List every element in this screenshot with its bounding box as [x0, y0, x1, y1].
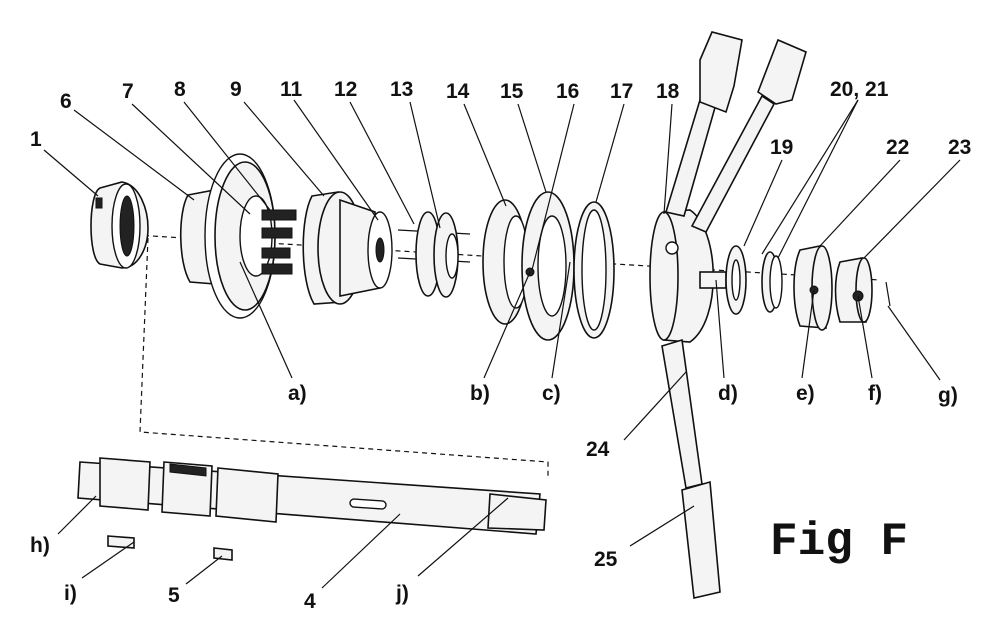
label-19: 19 [770, 136, 793, 159]
label-e: e) [796, 382, 815, 405]
label-7: 7 [122, 80, 134, 103]
label-h: h) [30, 534, 50, 557]
label-c: c) [542, 382, 561, 405]
label-15: 15 [500, 80, 524, 103]
figure-caption: Fig F [770, 516, 908, 568]
lever-handle-right [690, 38, 807, 234]
part-17-ring [573, 201, 615, 339]
part-6-housing [179, 153, 297, 319]
label-24: 24 [586, 438, 610, 461]
part-19-bearing [725, 245, 747, 315]
label-5: 5 [168, 584, 180, 607]
part-23-nut [834, 257, 891, 323]
part-9-body [302, 191, 393, 305]
part-1-collar [90, 181, 149, 269]
label-22: 22 [886, 136, 909, 159]
part-25-grip [681, 480, 721, 599]
label-j: j) [395, 582, 409, 605]
part-24-rod [661, 338, 703, 489]
label-13: 13 [390, 78, 413, 101]
label-d: d) [718, 382, 738, 405]
label-b: b) [470, 382, 490, 405]
label-a: a) [288, 382, 307, 405]
label-14: 14 [446, 80, 470, 103]
label-6: 6 [60, 90, 72, 113]
part-20-spring [761, 251, 783, 313]
label-9: 9 [230, 78, 242, 101]
label-12: 12 [334, 78, 357, 101]
label-17: 17 [610, 80, 633, 103]
part-15-disc [521, 191, 575, 341]
label-g: g) [938, 384, 958, 407]
label-18: 18 [656, 80, 680, 103]
part-4-shaft [77, 457, 547, 535]
part-d-key [699, 271, 727, 289]
part-i-pin [107, 535, 135, 549]
label-25: 25 [594, 548, 618, 571]
shaft-connection-dashed [139, 237, 549, 478]
part-13-coupling [397, 211, 471, 298]
lever-handle-left [664, 31, 743, 217]
part-14-disc [482, 199, 529, 325]
part-22-cap [793, 245, 833, 331]
label-16: 16 [556, 80, 579, 103]
label-11: 11 [280, 78, 303, 101]
label-20-21: 20, 21 [830, 78, 889, 101]
label-f: f) [868, 382, 882, 405]
label-1: 1 [30, 128, 42, 151]
label-i: i) [64, 582, 77, 605]
part-labels: 1 6 7 8 9 11 12 13 14 15 16 17 18 20, 21… [30, 78, 971, 613]
label-23: 23 [948, 136, 971, 159]
part-5-screw [213, 547, 233, 561]
label-8: 8 [174, 78, 186, 101]
part-18-lever-hub [649, 209, 714, 343]
label-4: 4 [304, 590, 316, 613]
leader-lines [43, 99, 961, 589]
